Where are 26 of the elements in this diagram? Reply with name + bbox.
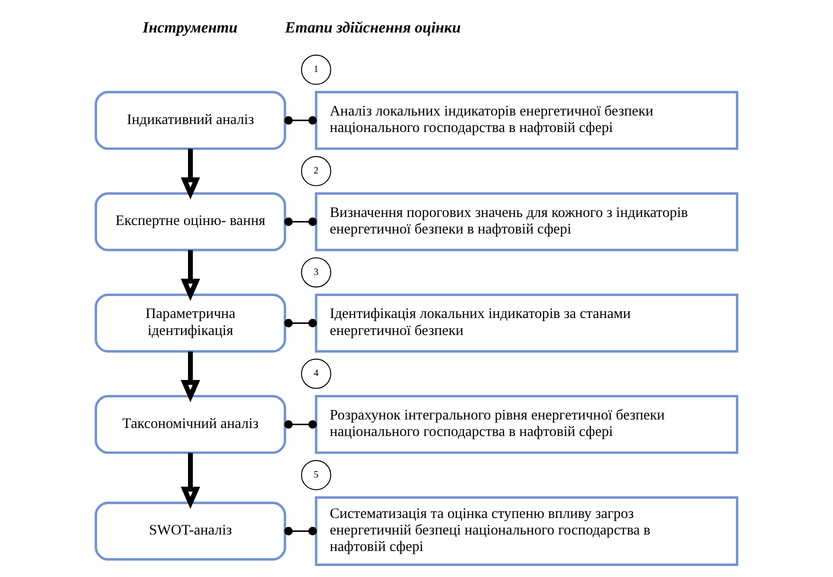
arrow: [180, 352, 200, 402]
node-box: Визначення порогових значень для кожного з індикаторів енергетичної безпеки в нафтовій сфері: [314, 192, 738, 252]
label: Етапи здійснення оцінки: [284, 20, 461, 37]
connector: [284, 526, 317, 536]
arrow: [180, 148, 200, 200]
connector: [284, 218, 317, 226]
label: Інструменти: [142, 20, 238, 37]
node-box: Таксономічний аналіз: [94, 394, 286, 454]
node-box: Розрахунок інтегрального рівня енергетичної безпеки національного господарства в нафтовій сфері: [314, 394, 738, 454]
arrow: [180, 452, 200, 509]
node-circle: 1: [301, 54, 332, 85]
node-box: Ідентифікація локальних індикаторів за станами енергетичної безпеки: [314, 294, 738, 353]
node-box: Експертне оціню- вання: [94, 192, 286, 252]
connector: [284, 318, 317, 328]
node-box: Аналіз локальних індикаторів енергетичної безпеки національного господарства в нафтовій сфері: [314, 90, 738, 150]
node-box: Параметрична ідентифікація: [94, 294, 286, 353]
node-circle: 4: [301, 358, 332, 389]
node-box: SWOT-аналіз: [94, 502, 286, 561]
arrow: [180, 250, 200, 301]
node-box: Індикативний аналіз: [94, 90, 286, 150]
node-circle: 2: [301, 156, 332, 186]
node-circle: 5: [301, 460, 332, 490]
node-box: Систематизація та оцінка ступеню впливу загроз енергетичній безпеці національного господарства в нафтовій сфері: [314, 496, 738, 566]
node-circle: 3: [301, 257, 332, 288]
connector: [284, 420, 317, 429]
connector: [284, 116, 317, 125]
